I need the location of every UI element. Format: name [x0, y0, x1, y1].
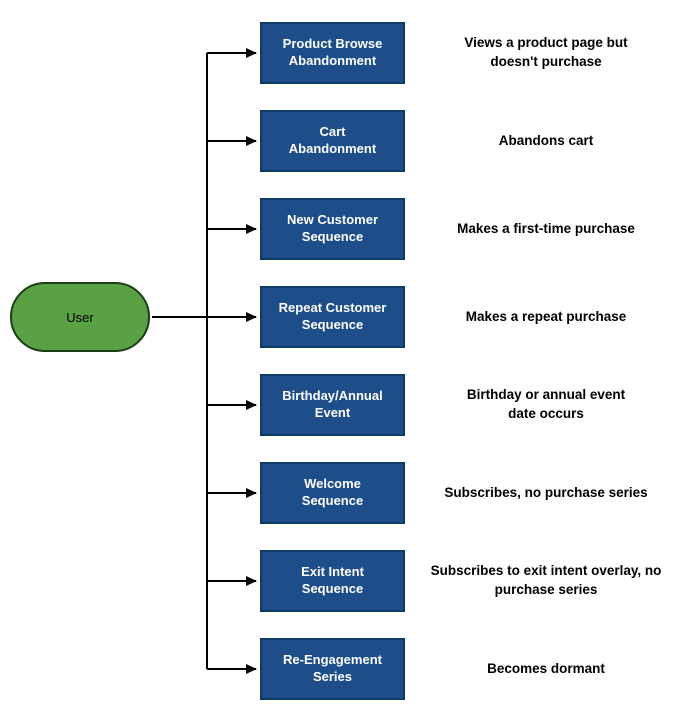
node-label: Re-Engagement Series [283, 652, 382, 684]
node-birthday-annual-event: Birthday/Annual Event [260, 374, 405, 436]
branch-row-repeat-customer-sequence: Repeat Customer Sequence Makes a repeat … [0, 286, 690, 348]
branch-row-cart-abandonment: Cart Abandonment Abandons cart [0, 110, 690, 172]
branch-row-new-customer-sequence: New Customer Sequence Makes a first-time… [0, 198, 690, 260]
node-label: Product Browse Abandonment [282, 36, 383, 68]
branch-row-birthday-annual-event: Birthday/Annual Event Birthday or annual… [0, 374, 690, 436]
branch-description: Subscribes to exit intent overlay, no pu… [430, 563, 662, 597]
node-label: Exit Intent Sequence [301, 564, 364, 596]
branch-row-exit-intent-sequence: Exit Intent Sequence Subscribes to exit … [0, 550, 690, 612]
branch-row-product-browse-abandonment: Product Browse Abandonment Views a produ… [0, 22, 690, 84]
branch-description: Views a product page but doesn't purchas… [464, 35, 628, 69]
node-welcome-sequence: Welcome Sequence [260, 462, 405, 524]
node-repeat-customer-sequence: Repeat Customer Sequence [260, 286, 405, 348]
user-node: User [10, 282, 150, 352]
user-node-label: User [66, 309, 94, 325]
node-label: Birthday/Annual Event [282, 388, 383, 420]
node-exit-intent-sequence: Exit Intent Sequence [260, 550, 405, 612]
node-product-browse-abandonment: Product Browse Abandonment [260, 22, 405, 84]
branch-row-re-engagement-series: Re-Engagement Series Becomes dormant [0, 638, 690, 700]
branch-row-welcome-sequence: Welcome Sequence Subscribes, no purchase… [0, 462, 690, 524]
node-new-customer-sequence: New Customer Sequence [260, 198, 405, 260]
node-label: Repeat Customer Sequence [278, 300, 387, 332]
node-cart-abandonment: Cart Abandonment [260, 110, 405, 172]
node-label: Welcome Sequence [301, 476, 364, 508]
node-label: New Customer Sequence [286, 212, 379, 244]
branch-description: Birthday or annual event date occurs [466, 387, 626, 421]
branch-description: Subscribes, no purchase series [444, 484, 648, 500]
node-re-engagement-series: Re-Engagement Series [260, 638, 405, 700]
branch-description: Makes a first-time purchase [457, 220, 635, 236]
branch-description: Abandons cart [498, 132, 594, 148]
branch-description: Becomes dormant [487, 660, 605, 676]
branch-description: Makes a repeat purchase [465, 308, 627, 324]
node-label: Cart Abandonment [288, 124, 377, 156]
